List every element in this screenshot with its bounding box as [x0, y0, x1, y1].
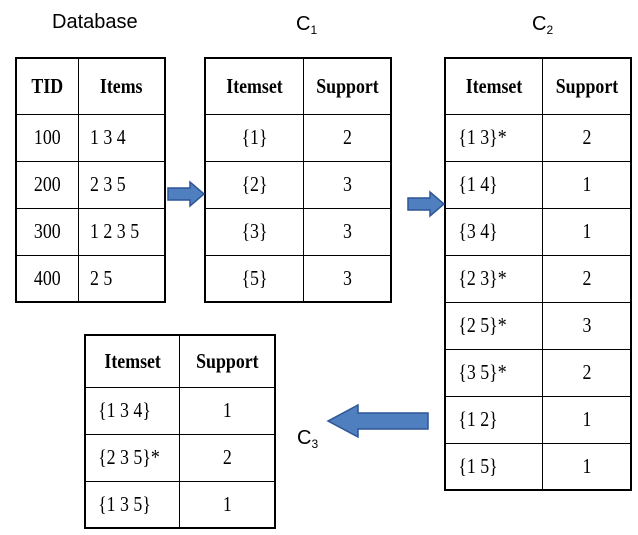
c3-cell-itemset: {1 3 5} — [91, 480, 174, 529]
database-cell-items: 2 5 — [84, 254, 159, 303]
c1-label-main: C — [296, 13, 311, 35]
database-cell-items: 2 3 5 — [84, 160, 159, 209]
c1-table: Itemset Support {1} 2 {2} 3 {3} 3 {5} 3 — [204, 57, 392, 303]
c1-cell-itemset: {2} — [211, 160, 297, 209]
c2-cell-itemset: {2 5}* — [451, 301, 536, 350]
left-arrow-shape — [326, 403, 429, 439]
c2-header-support: Support — [548, 57, 625, 115]
c2-label-sub: 2 — [546, 23, 554, 37]
c3-table: Itemset Support {1 3 4} 1 {2 3 5}* 2 {1 … — [84, 334, 276, 529]
c2-cell-support: 3 — [548, 301, 625, 350]
c2-header-itemset: Itemset — [451, 57, 536, 115]
c2-cell-support: 1 — [548, 395, 625, 444]
c2-label-main: C — [532, 13, 547, 35]
right-arrow-icon — [167, 180, 206, 208]
c3-cell-support: 1 — [186, 386, 269, 435]
c3-cell-itemset: {2 3 5}* — [91, 433, 174, 482]
database-cell-tid: 400 — [20, 254, 74, 303]
c2-cell-itemset: {1 5} — [451, 442, 536, 491]
c2-cell-support: 1 — [548, 160, 625, 209]
c1-cell-itemset: {1} — [211, 113, 297, 162]
c1-cell-support: 3 — [309, 254, 385, 303]
c2-cell-itemset: {3 4} — [451, 207, 536, 256]
c3-cell-support: 2 — [186, 433, 269, 482]
database-table: TID Items 100 1 3 4 200 2 3 5 300 1 2 3 … — [15, 57, 166, 303]
c2-cell-itemset: {3 5}* — [451, 348, 536, 397]
c1-cell-support: 3 — [309, 160, 385, 209]
right-arrow-shape — [407, 190, 446, 218]
database-cell-tid: 100 — [20, 113, 74, 162]
c2-cell-itemset: {1 2} — [451, 395, 536, 444]
right-arrow-shape — [167, 180, 206, 208]
c2-cell-support: 1 — [548, 207, 625, 256]
c1-cell-support: 3 — [309, 207, 385, 256]
c1-label-sub: 1 — [310, 23, 318, 37]
left-arrow-icon — [326, 403, 429, 439]
c2-label: C2 — [532, 14, 553, 36]
c2-cell-itemset: {1 3}* — [451, 113, 536, 162]
c1-header-support: Support — [309, 57, 385, 115]
c3-label-main: C — [297, 427, 312, 449]
database-cell-tid: 300 — [20, 207, 74, 256]
c2-cell-support: 2 — [548, 348, 625, 397]
c2-table: Itemset Support {1 3}* 2 {1 4} 1 {3 4} 1… — [444, 57, 632, 491]
c3-header-itemset: Itemset — [91, 334, 174, 388]
database-cell-items: 1 3 4 — [84, 113, 159, 162]
database-cell-items: 1 2 3 5 — [84, 207, 159, 256]
c2-cell-itemset: {1 4} — [451, 160, 536, 209]
c1-cell-support: 2 — [309, 113, 385, 162]
c3-header-support: Support — [186, 334, 269, 388]
c2-cell-itemset: {2 3}* — [451, 254, 536, 303]
c3-cell-itemset: {1 3 4} — [91, 386, 174, 435]
c2-cell-support: 1 — [548, 442, 625, 491]
right-arrow-icon — [407, 190, 446, 218]
database-cell-tid: 200 — [20, 160, 74, 209]
c2-cell-support: 2 — [548, 113, 625, 162]
c1-cell-itemset: {5} — [211, 254, 297, 303]
c2-cell-support: 2 — [548, 254, 625, 303]
database-header-items: Items — [84, 57, 159, 115]
c3-cell-support: 1 — [186, 480, 269, 529]
c3-label-sub: 3 — [311, 437, 319, 451]
c1-label: C1 — [296, 14, 317, 36]
c1-header-itemset: Itemset — [211, 57, 297, 115]
database-header-tid: TID — [20, 57, 74, 115]
database-label: Database — [52, 11, 138, 33]
c1-cell-itemset: {3} — [211, 207, 297, 256]
c3-label: C3 — [297, 428, 318, 450]
